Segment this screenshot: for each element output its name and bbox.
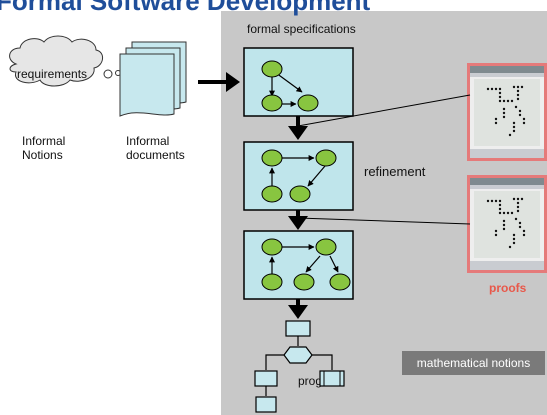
proof-link-bottom xyxy=(297,217,471,225)
specification-box-1 xyxy=(243,47,354,117)
documents-icon xyxy=(119,41,187,117)
refine-arrow-3 xyxy=(288,299,308,319)
thought-bubble-large xyxy=(103,69,113,79)
refine-arrow-1 xyxy=(288,116,308,140)
proofs-label: proofs xyxy=(489,281,527,295)
refine-arrow-2 xyxy=(288,210,308,230)
refinement-label: refinement xyxy=(364,164,426,179)
mathematical-notions-box: mathematical notions xyxy=(402,351,545,375)
informal-documents-label: Informal documents xyxy=(126,134,185,162)
proof-screenshot-top xyxy=(467,63,547,161)
requirements-label: requirements xyxy=(17,67,87,81)
requirements-cloud xyxy=(9,35,103,87)
proof-screenshot-bottom xyxy=(467,175,547,273)
documents-to-spec-arrow xyxy=(198,72,240,92)
formal-specifications-label: formal specifications xyxy=(247,22,356,36)
specification-box-2 xyxy=(243,141,354,211)
page-title: Formal Software Development xyxy=(0,0,371,16)
specification-box-3 xyxy=(243,230,354,300)
program-flowchart xyxy=(254,320,345,413)
proof-link-top xyxy=(297,94,471,127)
informal-notions-label: Informal Notions xyxy=(22,134,66,162)
